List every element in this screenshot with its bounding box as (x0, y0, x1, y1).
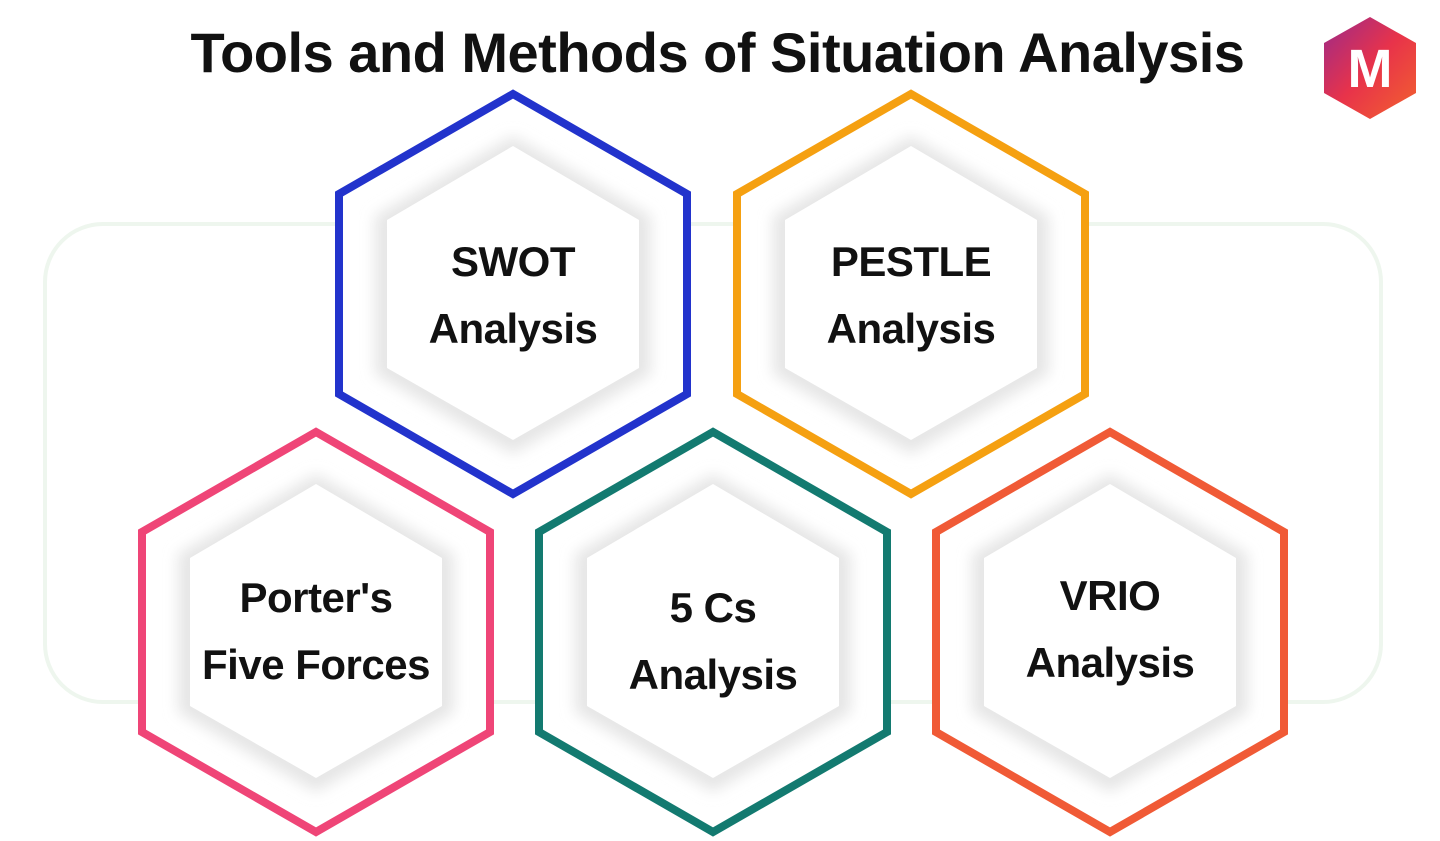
tool-name-line2: Analysis (1025, 639, 1195, 686)
tool-name-line2: Analysis (826, 305, 996, 352)
tool-hexagon-5cs: 5 Cs Analysis (533, 426, 893, 838)
tool-name-line1: PESTLE (830, 238, 992, 285)
tool-name-line2: Analysis (628, 651, 798, 698)
tool-hexagon-porters: Porter's Five Forces (136, 426, 496, 838)
tool-hexagon-pestle: PESTLE Analysis (731, 88, 1091, 500)
brand-logo: M (1322, 15, 1418, 121)
tool-hexagon-vrio: VRIO Analysis (930, 426, 1290, 838)
tool-name-line2: Five Forces (202, 641, 430, 688)
tool-name-line2: Analysis (428, 305, 598, 352)
hexagon-m-logo-icon: M (1324, 17, 1416, 119)
page-title: Tools and Methods of Situation Analysis (190, 21, 1245, 84)
tool-name-line1: SWOT (451, 238, 575, 285)
svg-text:M: M (1348, 39, 1393, 99)
tool-name-line1: VRIO (1059, 572, 1161, 619)
tool-name-line1: 5 Cs (669, 584, 757, 631)
tool-hexagon-swot: SWOT Analysis (333, 88, 693, 500)
tool-name-line1: Porter's (239, 574, 393, 621)
